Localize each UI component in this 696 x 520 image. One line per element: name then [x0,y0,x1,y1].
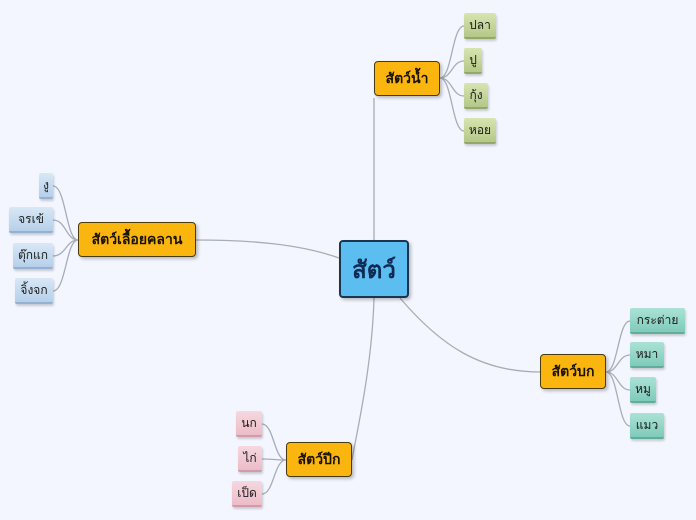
link-land-leaves [605,320,631,427]
link-bird-leaves [261,423,287,495]
leaf-water-fish[interactable]: ปลา [464,13,496,39]
leaf-reptile-crocodile[interactable]: จรเข้ [9,207,53,233]
topic-reptile[interactable]: สัตว์เลื้อยคลาน [78,222,196,257]
leaf-land-rabbit[interactable]: กระต่าย [630,308,685,334]
leaf-bird-bird[interactable]: นก [236,411,262,437]
link-bird [351,297,375,461]
link-land [399,297,541,373]
central-topic[interactable]: สัตว์ [339,240,409,298]
leaf-land-pig[interactable]: หมู [630,377,656,403]
topic-land[interactable]: สัตว์บก [540,354,606,389]
leaf-reptile-lizard[interactable]: จิ้งจก [15,278,53,304]
leaf-land-cat[interactable]: แมว [630,413,664,439]
link-reptile-leaves [52,185,79,292]
leaf-water-shrimp[interactable]: กุ้ง [464,83,488,109]
leaf-water-crab[interactable]: ปู [464,48,482,74]
link-water-leaves [439,25,465,132]
leaf-land-dog[interactable]: หมา [630,342,664,368]
leaf-reptile-snake[interactable]: งู [39,173,53,199]
leaf-bird-duck[interactable]: เป็ด [232,481,262,507]
leaf-water-shell[interactable]: หอย [464,118,496,144]
topic-water[interactable]: สัตว์น้ำ [374,61,440,96]
topic-bird[interactable]: สัตว์ปีก [286,442,352,477]
link-reptile [195,239,340,259]
leaf-reptile-gecko[interactable]: ตุ๊กแก [13,243,53,269]
leaf-bird-chicken[interactable]: ไก่ [238,446,262,472]
